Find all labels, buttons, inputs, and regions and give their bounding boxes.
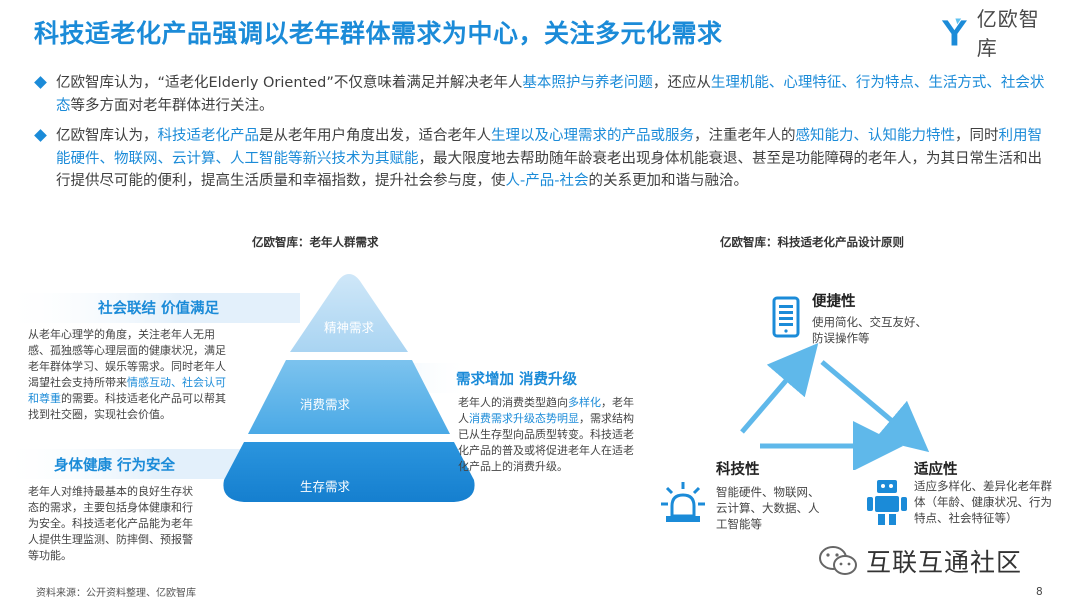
pyramid-top xyxy=(290,274,408,352)
bullet-highlight: 利用智能硬件、物联网、云计算、人工智能等新兴技术为其赋能 xyxy=(56,128,1042,167)
bullet-text: 是从老年用户角度出发，适合老年人 xyxy=(259,128,491,144)
consume-label: 需求增加 消费升级 xyxy=(456,372,578,388)
bullet-text: ，最大限度地去帮助随年龄衰老出现身体机能衰退、甚至是功能障碍的老年人，为其日常生… xyxy=(56,150,1042,190)
arrow-tech-to-convenience xyxy=(740,343,819,434)
arrow-convenience-to-adapt xyxy=(820,360,930,453)
tech-title: 科技性 xyxy=(716,462,760,478)
pyramid-bottom-label: 生存需求 xyxy=(299,479,350,494)
brand-logo: 亿欧智库 xyxy=(938,7,1058,60)
source-note: 资料来源：公开资料整理、亿欧智库 xyxy=(36,588,196,599)
bullet-text: 等多方面对老年群体进行关注。 xyxy=(70,97,274,114)
adapt-description: 适应多样化、差异化老年群体（年龄、健康状况、行为特点、社会特征等） xyxy=(914,479,1052,525)
alarm-light-icon xyxy=(661,482,705,522)
bullet-highlight: 感知能力、认知能力特性 xyxy=(795,128,956,144)
health-label: 身体健康 行为安全 xyxy=(54,458,176,474)
diamond-bullet-icon xyxy=(34,129,47,142)
tech-description: 智能硬件、物联网、云计算、大数据、人工智能等 xyxy=(716,485,820,531)
page-title: 科技适老化产品强调以老年群体需求为中心，关注多元化需求 xyxy=(34,19,723,48)
adapt-title: 适应性 xyxy=(914,462,958,478)
bullet-highlight: 生理以及心理需求的产品或服务 xyxy=(491,128,694,144)
logo-icon xyxy=(941,18,967,46)
cycle-arrows xyxy=(740,343,930,470)
bullet-text: 的关系更加和谐与融洽。 xyxy=(588,173,748,189)
band-health xyxy=(0,449,260,479)
intro-bullets: 亿欧智库认为，“适老化Elderly Oriented”不仅意味着满足并解决老年… xyxy=(34,72,1050,201)
consume-description: 老年人的消费类型趋向多样化，老年人消费需求升级态势明显，需求结构已从生存型向品质… xyxy=(458,396,634,473)
wechat-watermark: 互联互通社区 xyxy=(818,541,1068,581)
convenience-title: 便捷性 xyxy=(812,294,856,310)
bullet-highlight: 人-产品-社会 xyxy=(505,173,589,189)
bullet-item: 亿欧智库认为，科技适老化产品是从老年用户角度出发，适合老年人生理以及心理需求的产… xyxy=(34,125,1050,193)
social-description: 从老年心理学的角度，关注老年人无用感、孤独感等心理层面的健康状况，满足老年群体学… xyxy=(28,328,226,421)
left-section-title: 亿欧智库：老年人群需求 xyxy=(252,235,379,249)
bullet-text: ，注重老年人的 xyxy=(694,128,796,144)
convenience-description: 使用简化、交互友好、防误操作等 xyxy=(812,315,927,345)
logo-text: 亿欧智库 xyxy=(976,7,1040,60)
right-section-title: 亿欧智库：科技适老化产品设计原则 xyxy=(720,235,904,249)
health-description: 老年人对维持最基本的良好生存状态的需求，主要包括身体健康和行为安全。科技适老化产… xyxy=(28,485,193,562)
pyramid-middle-label: 消费需求 xyxy=(299,397,350,412)
needs-pyramid xyxy=(223,274,475,502)
bullet-item: 亿欧智库认为，“适老化Elderly Oriented”不仅意味着满足并解决老年… xyxy=(34,72,1050,117)
bullet-text: ，还应从 xyxy=(652,75,711,91)
pyramid-bottom xyxy=(223,442,475,502)
smartphone-icon xyxy=(772,296,800,338)
band-social xyxy=(0,293,300,323)
social-label: 社会联结 价值满足 xyxy=(98,301,220,317)
bullet-highlight: 生理机能、心理特征、行为特点、生活方式、社会状态 xyxy=(56,75,1045,114)
bullet-text: ，同时 xyxy=(955,128,999,144)
diamond-bullet-icon xyxy=(34,76,47,89)
pyramid-middle xyxy=(248,360,450,434)
watermark-text: 互联互通社区 xyxy=(866,548,1023,577)
wechat-icon xyxy=(819,546,857,575)
bullet-text: 亿欧智库认为，“适老化Elderly Oriented”不仅意味着满足并解决老年… xyxy=(56,75,523,91)
robot-icon xyxy=(867,480,907,525)
bullet-highlight: 基本照护与养老问题 xyxy=(522,75,653,91)
bullet-highlight: 科技适老化产品 xyxy=(157,128,260,144)
pyramid-top-label: 精神需求 xyxy=(323,320,374,335)
page-number: 8 xyxy=(1036,586,1043,598)
bullet-text: 亿欧智库认为， xyxy=(56,128,158,144)
